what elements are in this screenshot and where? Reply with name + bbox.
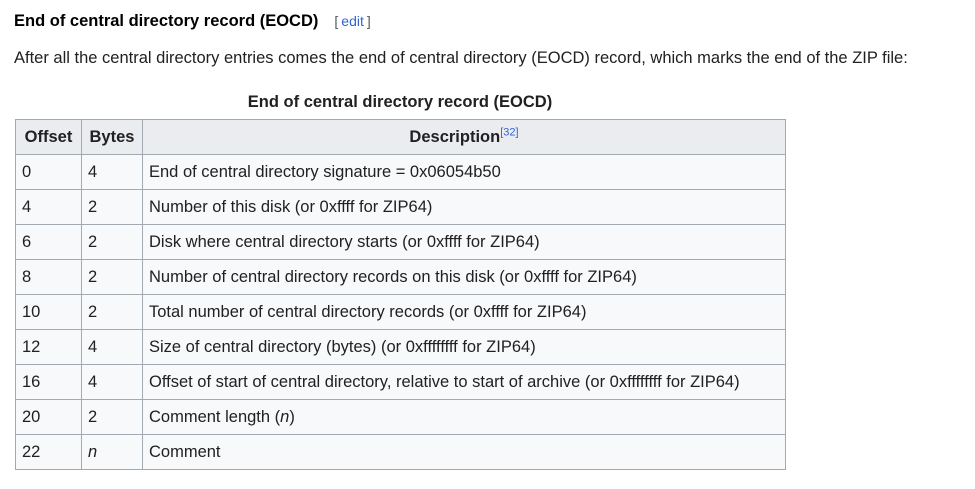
cell-offset: 8 (15, 259, 82, 295)
cell-description: Offset of start of central directory, re… (142, 364, 786, 400)
table-row: 10 2 Total number of central directory r… (15, 294, 786, 330)
cell-bytes: 2 (81, 224, 143, 260)
edit-link[interactable]: edit (341, 13, 364, 29)
intro-paragraph: After all the central directory entries … (14, 49, 908, 67)
cell-description: Disk where central directory starts (or … (142, 224, 786, 260)
reference-link[interactable]: [32] (500, 126, 519, 138)
cell-offset: 0 (15, 154, 82, 190)
cell-description: Total number of central directory record… (142, 294, 786, 330)
table-row: 6 2 Disk where central directory starts … (15, 224, 786, 260)
cell-bytes: 4 (81, 329, 143, 365)
table-row: 8 2 Number of central directory records … (15, 259, 786, 295)
table-header-row: Offset Bytes Description[32] (15, 119, 786, 155)
header-description-label: Description (409, 127, 501, 146)
cell-bytes: 4 (81, 364, 143, 400)
cell-offset: 6 (15, 224, 82, 260)
table-row: 4 2 Number of this disk (or 0xffff for Z… (15, 189, 786, 225)
cell-description: Number of central directory records on t… (142, 259, 786, 295)
cell-offset: 4 (15, 189, 82, 225)
description-prefix: Comment length ( (149, 407, 281, 426)
cell-description: Size of central directory (bytes) (or 0x… (142, 329, 786, 365)
header-bytes: Bytes (81, 119, 143, 155)
description-suffix: ) (289, 407, 295, 426)
cell-description: End of central directory signature = 0x0… (142, 154, 786, 190)
table-caption: End of central directory record (EOCD) (247, 93, 553, 111)
table-row: 12 4 Size of central directory (bytes) (… (15, 329, 786, 365)
cell-description: Number of this disk (or 0xffff for ZIP64… (142, 189, 786, 225)
cell-bytes: 2 (81, 189, 143, 225)
cell-bytes: 2 (81, 399, 143, 435)
cell-offset: 12 (15, 329, 82, 365)
table-row: 22 n Comment (15, 434, 786, 470)
table-row: 16 4 Offset of start of central director… (15, 364, 786, 400)
cell-description: Comment length (n) (142, 399, 786, 435)
variable-n: n (280, 407, 290, 426)
cell-bytes: 2 (81, 259, 143, 295)
cell-offset: 20 (15, 399, 82, 435)
reference-sup: [32] (500, 126, 518, 138)
cell-offset: 22 (15, 434, 82, 470)
header-offset: Offset (15, 119, 82, 155)
table-row: 0 4 End of central directory signature =… (15, 154, 786, 190)
cell-offset: 10 (15, 294, 82, 330)
edit-bracket-close: ] (366, 13, 371, 29)
cell-description: Comment (142, 434, 786, 470)
edit-section: [edit] (334, 13, 370, 29)
cell-bytes: 4 (81, 154, 143, 190)
section-heading: End of central directory record (EOCD) [… (14, 12, 371, 34)
section-title: End of central directory record (EOCD) (14, 12, 319, 30)
edit-bracket-open: [ (334, 13, 339, 29)
cell-bytes: 2 (81, 294, 143, 330)
table-row: 20 2 Comment length (n) (15, 399, 786, 435)
cell-bytes: n (81, 434, 143, 470)
eocd-table: Offset Bytes Description[32] 0 4 End of … (15, 119, 786, 470)
header-description: Description[32] (142, 119, 786, 155)
cell-offset: 16 (15, 364, 82, 400)
